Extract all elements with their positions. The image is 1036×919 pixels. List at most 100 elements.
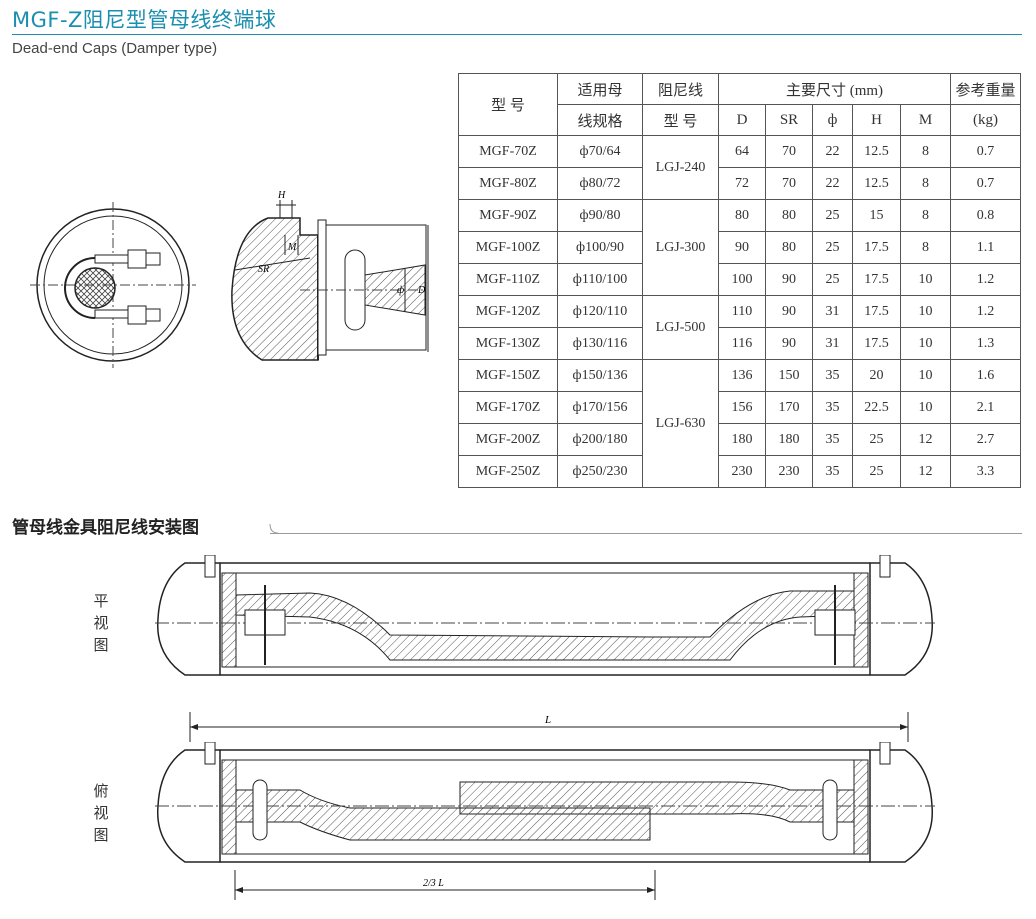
dim-label-phi: ф bbox=[397, 285, 404, 296]
cell-sr: 70 bbox=[765, 135, 813, 168]
cell-weight: 0.8 bbox=[950, 199, 1021, 232]
cell-m: 8 bbox=[900, 199, 951, 232]
cell-model: MGF-120Z bbox=[458, 295, 558, 328]
cell-m: 10 bbox=[900, 391, 951, 424]
cell-weight: 3.3 bbox=[950, 455, 1021, 488]
cell-h: 20 bbox=[852, 359, 901, 392]
cell-d: 64 bbox=[718, 135, 766, 168]
header-bus-spec-2: 线规格 bbox=[557, 104, 643, 136]
cell-phi: 35 bbox=[812, 391, 853, 424]
cell-phi: 31 bbox=[812, 295, 853, 328]
cell-sr: 90 bbox=[765, 295, 813, 328]
cell-d: 116 bbox=[718, 327, 766, 360]
cell-spec: ф200/180 bbox=[557, 423, 643, 456]
cell-model: MGF-170Z bbox=[458, 391, 558, 424]
header-weight-2: (kg) bbox=[950, 104, 1021, 136]
cell-h: 12.5 bbox=[852, 167, 901, 200]
cell-spec: ф250/230 bbox=[557, 455, 643, 488]
cell-d: 180 bbox=[718, 423, 766, 456]
cell-h: 25 bbox=[852, 423, 901, 456]
cap-detail-drawing: H M SR ф D bbox=[30, 190, 429, 368]
cell-h: 17.5 bbox=[852, 263, 901, 296]
cell-weight: 0.7 bbox=[950, 167, 1021, 200]
dim-label-two-thirds-l: 2/3 L bbox=[423, 878, 444, 889]
header-damper-2: 型 号 bbox=[642, 104, 719, 136]
cell-model: MGF-150Z bbox=[458, 359, 558, 392]
cell-weight: 2.1 bbox=[950, 391, 1021, 424]
cell-model: MGF-110Z bbox=[458, 263, 558, 296]
cell-h: 12.5 bbox=[852, 135, 901, 168]
header-model: 型 号 bbox=[458, 73, 558, 136]
cell-weight: 1.3 bbox=[950, 327, 1021, 360]
front-view bbox=[30, 202, 196, 368]
cell-model: MGF-250Z bbox=[458, 455, 558, 488]
cell-weight: 0.7 bbox=[950, 135, 1021, 168]
cell-m: 8 bbox=[900, 167, 951, 200]
plan-view-label: 平视图 bbox=[93, 592, 109, 654]
dim-label-sr: SR bbox=[258, 264, 269, 275]
cell-d: 80 bbox=[718, 199, 766, 232]
cell-d: 100 bbox=[718, 263, 766, 296]
cell-phi: 22 bbox=[812, 135, 853, 168]
cell-m: 12 bbox=[900, 455, 951, 488]
header-phi: ф bbox=[812, 104, 853, 136]
cell-d: 110 bbox=[718, 295, 766, 328]
cell-sr: 180 bbox=[765, 423, 813, 456]
cell-damper: LGJ-500 bbox=[642, 295, 719, 360]
cell-d: 72 bbox=[718, 167, 766, 200]
dim-label-h: H bbox=[277, 190, 286, 201]
cell-model: MGF-90Z bbox=[458, 199, 558, 232]
cell-spec: ф120/110 bbox=[557, 295, 643, 328]
page-subtitle: Dead-end Caps (Damper type) bbox=[12, 40, 218, 57]
cell-spec: ф110/100 bbox=[557, 263, 643, 296]
cell-sr: 170 bbox=[765, 391, 813, 424]
header-sr: SR bbox=[765, 104, 813, 136]
cell-spec: ф70/64 bbox=[557, 135, 643, 168]
spec-table: 型 号 适用母 阻尼线 主要尺寸 (mm) 参考重量 线规格 型 号 D SR … bbox=[458, 73, 1021, 488]
page-title: MGF-Z阻尼型管母线终端球 bbox=[12, 8, 277, 32]
cell-model: MGF-100Z bbox=[458, 231, 558, 264]
header-dims: 主要尺寸 (mm) bbox=[718, 73, 951, 105]
cell-m: 12 bbox=[900, 423, 951, 456]
cell-d: 136 bbox=[718, 359, 766, 392]
cell-model: MGF-80Z bbox=[458, 167, 558, 200]
cell-m: 8 bbox=[900, 231, 951, 264]
cell-phi: 31 bbox=[812, 327, 853, 360]
dimension-two-thirds-l: 2/3 L bbox=[234, 870, 656, 900]
cell-sr: 230 bbox=[765, 455, 813, 488]
cell-m: 10 bbox=[900, 327, 951, 360]
cell-spec: ф150/136 bbox=[557, 359, 643, 392]
cell-model: MGF-200Z bbox=[458, 423, 558, 456]
cell-m: 10 bbox=[900, 263, 951, 296]
cell-spec: ф80/72 bbox=[557, 167, 643, 200]
dim-label-d: D bbox=[417, 285, 426, 296]
section-divider bbox=[270, 533, 1022, 534]
header-bus-spec-1: 适用母 bbox=[557, 73, 643, 105]
cell-m: 10 bbox=[900, 295, 951, 328]
dim-label-m: M bbox=[287, 242, 297, 253]
header-weight-1: 参考重量 bbox=[950, 73, 1021, 105]
header-damper-1: 阻尼线 bbox=[642, 73, 719, 105]
header-m: M bbox=[900, 104, 951, 136]
cell-phi: 35 bbox=[812, 359, 853, 392]
cell-h: 17.5 bbox=[852, 231, 901, 264]
dim-label-l: L bbox=[544, 714, 551, 726]
plan-view-drawing bbox=[155, 555, 935, 676]
cell-h: 22.5 bbox=[852, 391, 901, 424]
cell-phi: 35 bbox=[812, 455, 853, 488]
title-divider bbox=[12, 34, 1022, 35]
side-view: H M SR ф D bbox=[231, 190, 429, 361]
cell-spec: ф90/80 bbox=[557, 199, 643, 232]
cell-sr: 90 bbox=[765, 327, 813, 360]
cell-h: 17.5 bbox=[852, 295, 901, 328]
cell-sr: 90 bbox=[765, 263, 813, 296]
